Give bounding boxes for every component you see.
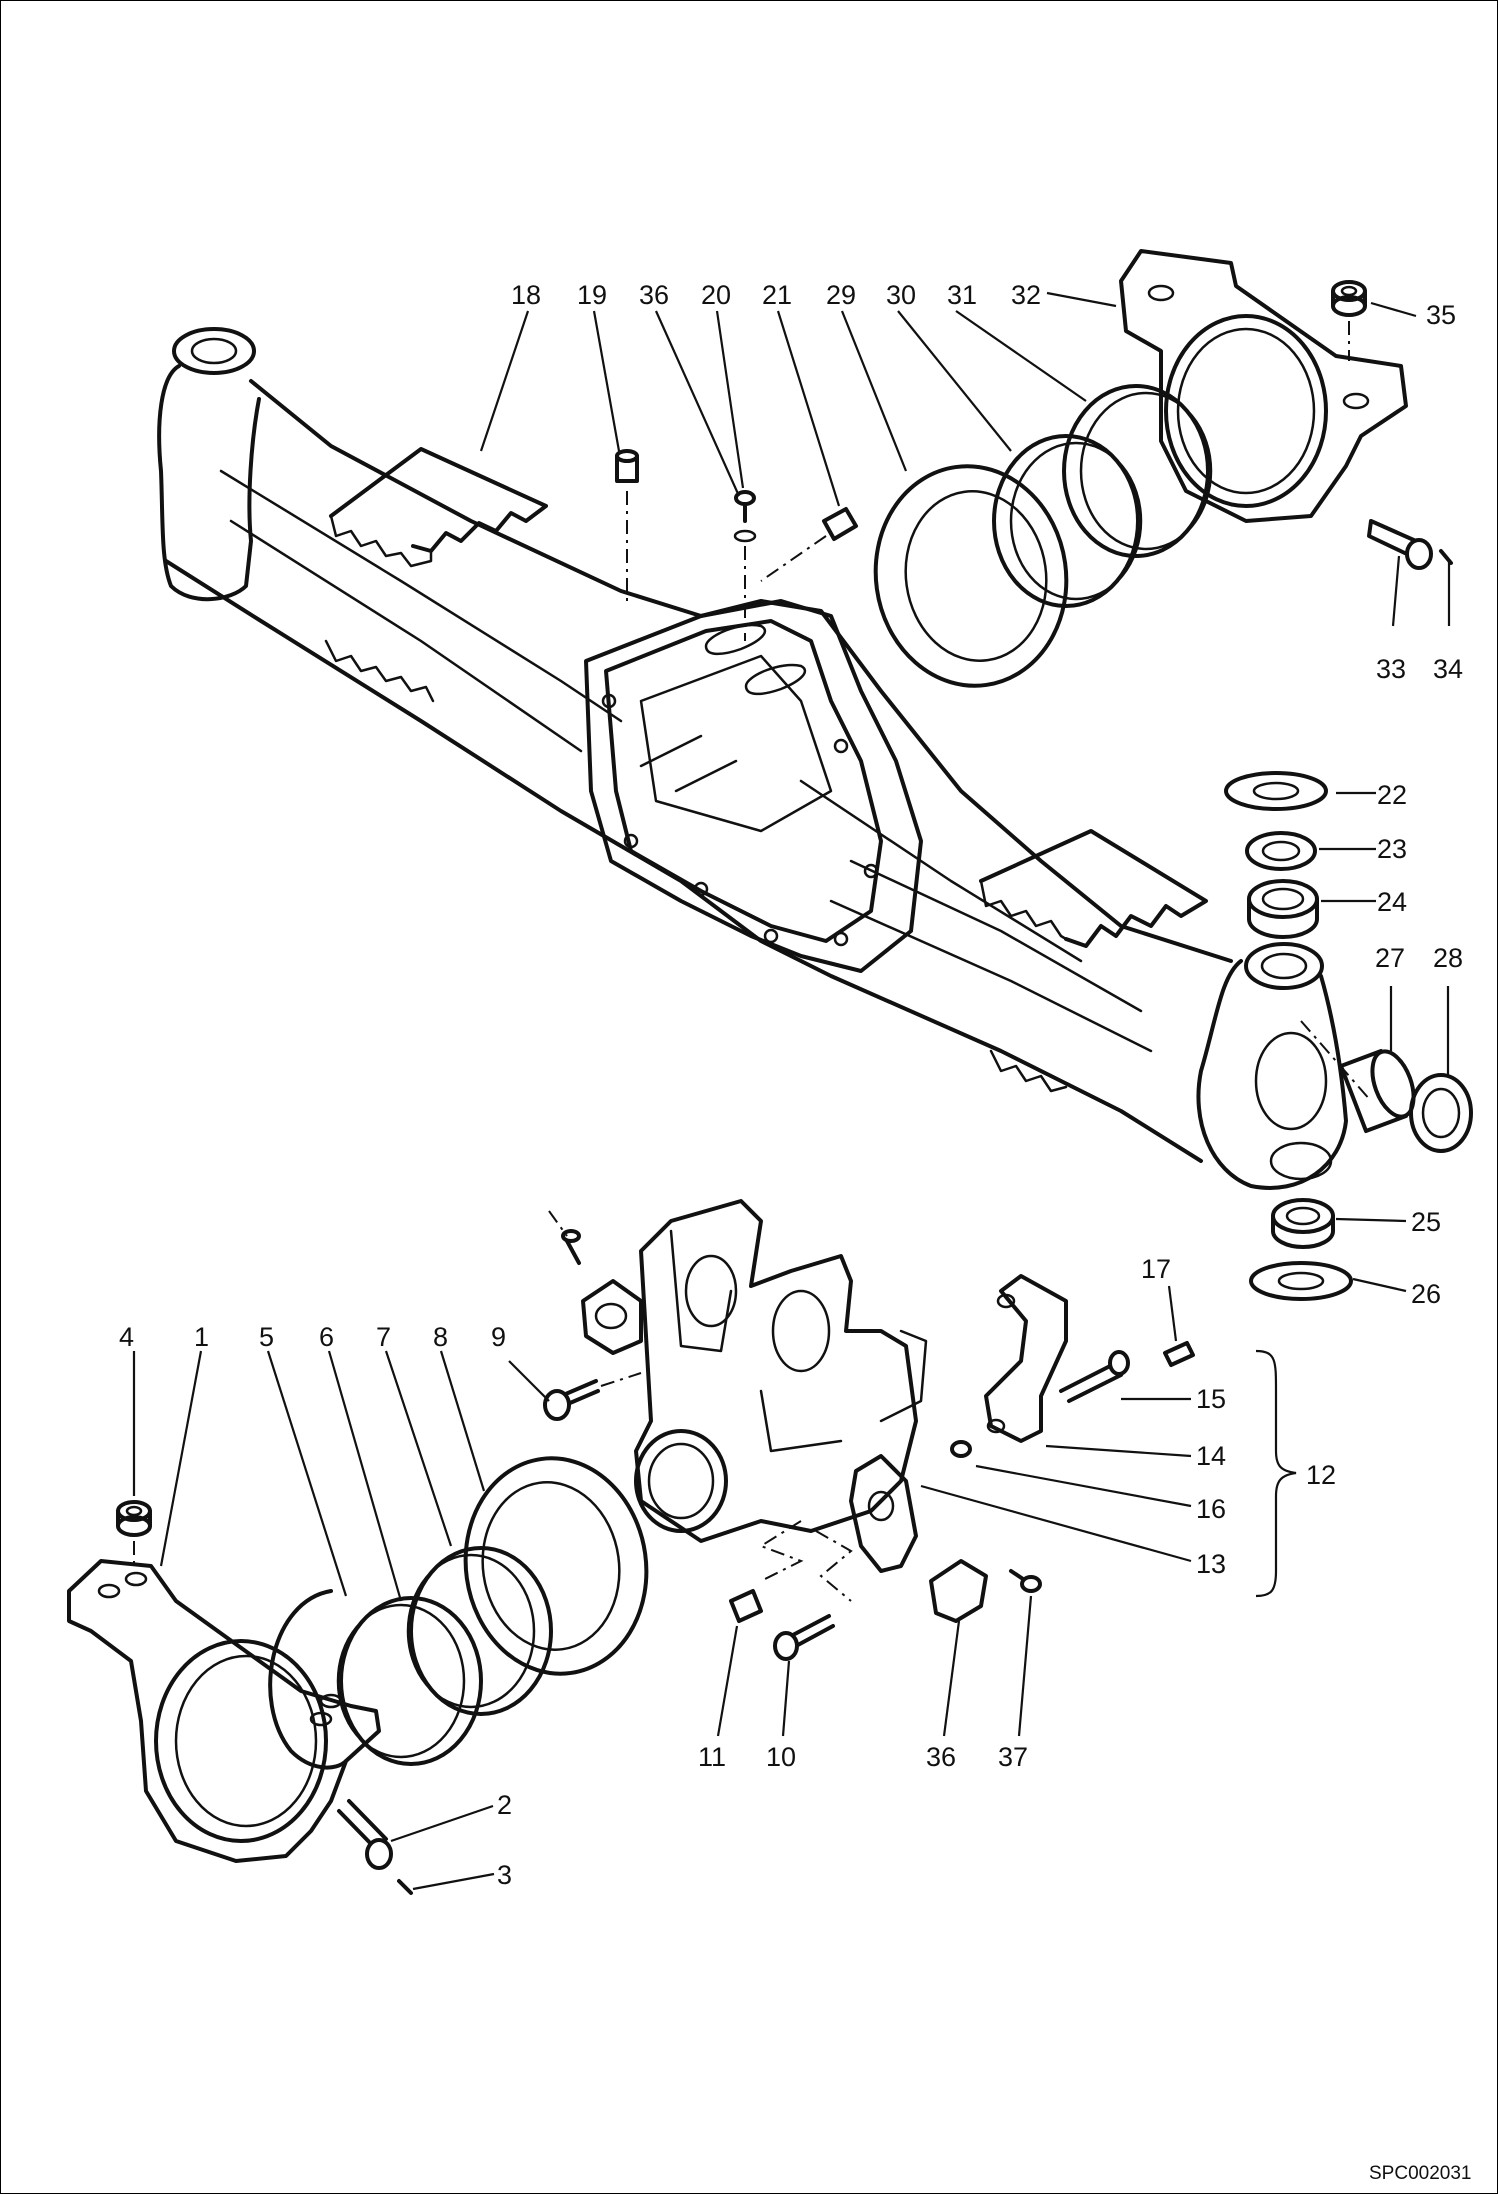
bolt-10 bbox=[773, 1614, 835, 1661]
callout-13: 13 bbox=[1196, 1549, 1226, 1579]
callout-24: 24 bbox=[1377, 887, 1407, 917]
pin-3 bbox=[397, 1879, 413, 1895]
callout-23: 23 bbox=[1377, 834, 1407, 864]
breather-19 bbox=[615, 449, 639, 483]
bolt-9 bbox=[543, 1379, 600, 1421]
clamp-14 bbox=[984, 1274, 1068, 1443]
callout-15: 15 bbox=[1196, 1384, 1226, 1414]
axle-housing bbox=[157, 327, 1348, 1190]
bolt-15 bbox=[1059, 1350, 1130, 1403]
bearing-24 bbox=[1247, 879, 1319, 939]
bushing-30 bbox=[992, 434, 1143, 608]
callout-2: 2 bbox=[497, 1790, 512, 1820]
callout-9: 9 bbox=[491, 1322, 506, 1352]
callout-labels: 18 19 36 20 21 29 30 31 32 35 33 34 22 2… bbox=[119, 280, 1463, 1890]
callout-12: 12 bbox=[1306, 1460, 1336, 1490]
bearing-23 bbox=[1245, 831, 1317, 871]
callout-18: 18 bbox=[511, 280, 541, 310]
washer-22 bbox=[1224, 771, 1328, 811]
callout-7: 7 bbox=[376, 1322, 391, 1352]
callout-19: 19 bbox=[577, 280, 607, 310]
axis-line bbox=[600, 1372, 642, 1387]
leader-lines bbox=[132, 291, 1451, 1891]
callout-25: 25 bbox=[1411, 1207, 1441, 1237]
pivot-bracket bbox=[634, 1199, 928, 1543]
axis-line bbox=[815, 1530, 853, 1602]
bushing-7 bbox=[406, 1546, 553, 1716]
screw-37 bbox=[1009, 1569, 1042, 1593]
axis-line bbox=[1300, 1020, 1372, 1102]
callout-36-lower: 36 bbox=[926, 1742, 956, 1772]
plug-11 bbox=[729, 1589, 763, 1623]
pin-17 bbox=[1163, 1341, 1195, 1367]
bushing-5 bbox=[268, 1589, 348, 1770]
washer-26 bbox=[1249, 1261, 1353, 1301]
callout-14: 14 bbox=[1196, 1441, 1226, 1471]
callout-5: 5 bbox=[259, 1322, 274, 1352]
cover-plate-upper bbox=[581, 1279, 643, 1355]
callout-11: 11 bbox=[698, 1742, 726, 1772]
block-13 bbox=[849, 1454, 918, 1573]
callout-32: 32 bbox=[1011, 280, 1041, 310]
callout-36-upper: 36 bbox=[639, 280, 669, 310]
plug-21 bbox=[822, 507, 858, 541]
cover-plate-36 bbox=[929, 1559, 988, 1623]
group-bracket-12 bbox=[1255, 1349, 1297, 1598]
callout-17: 17 bbox=[1141, 1254, 1171, 1284]
callout-20: 20 bbox=[701, 280, 731, 310]
callout-1: 1 bbox=[194, 1322, 209, 1352]
callout-3: 3 bbox=[497, 1860, 512, 1890]
seal-ring-8 bbox=[463, 1456, 649, 1676]
callout-10: 10 bbox=[766, 1742, 796, 1772]
callout-34: 34 bbox=[1433, 654, 1463, 684]
screw-upper bbox=[561, 1229, 581, 1265]
bushing-6 bbox=[336, 1596, 483, 1766]
seal-ring-29 bbox=[873, 464, 1069, 688]
drawing-code: SPC002031 bbox=[1369, 2163, 1471, 2184]
callout-28: 28 bbox=[1433, 943, 1463, 973]
callout-21: 21 bbox=[762, 280, 792, 310]
callout-8: 8 bbox=[433, 1322, 448, 1352]
callout-6: 6 bbox=[319, 1322, 334, 1352]
bolt-2 bbox=[337, 1799, 393, 1870]
pin-16 bbox=[950, 1440, 972, 1458]
callout-31: 31 bbox=[947, 280, 977, 310]
axis-line bbox=[548, 1210, 568, 1237]
bolt-33 bbox=[1367, 519, 1433, 570]
sleeve-27 bbox=[1339, 1049, 1416, 1133]
callout-33: 33 bbox=[1376, 654, 1406, 684]
bearing-25 bbox=[1271, 1198, 1335, 1249]
callout-16: 16 bbox=[1196, 1494, 1226, 1524]
axis-line bbox=[758, 1520, 804, 1582]
axle-cap-lower-left bbox=[67, 1559, 381, 1863]
nut-35 bbox=[1331, 280, 1367, 317]
callout-26: 26 bbox=[1411, 1279, 1441, 1309]
callout-27: 27 bbox=[1375, 943, 1405, 973]
axis-line bbox=[760, 535, 827, 582]
callout-37: 37 bbox=[998, 1742, 1028, 1772]
callout-22: 22 bbox=[1377, 780, 1407, 810]
bushing-31 bbox=[1062, 384, 1213, 558]
callout-30: 30 bbox=[886, 280, 916, 310]
seal-28 bbox=[1409, 1073, 1473, 1153]
callout-4: 4 bbox=[119, 1322, 134, 1352]
callout-35: 35 bbox=[1426, 300, 1456, 330]
nut-4 bbox=[116, 1500, 152, 1537]
callout-29: 29 bbox=[826, 280, 856, 310]
screw-20 bbox=[733, 490, 757, 543]
